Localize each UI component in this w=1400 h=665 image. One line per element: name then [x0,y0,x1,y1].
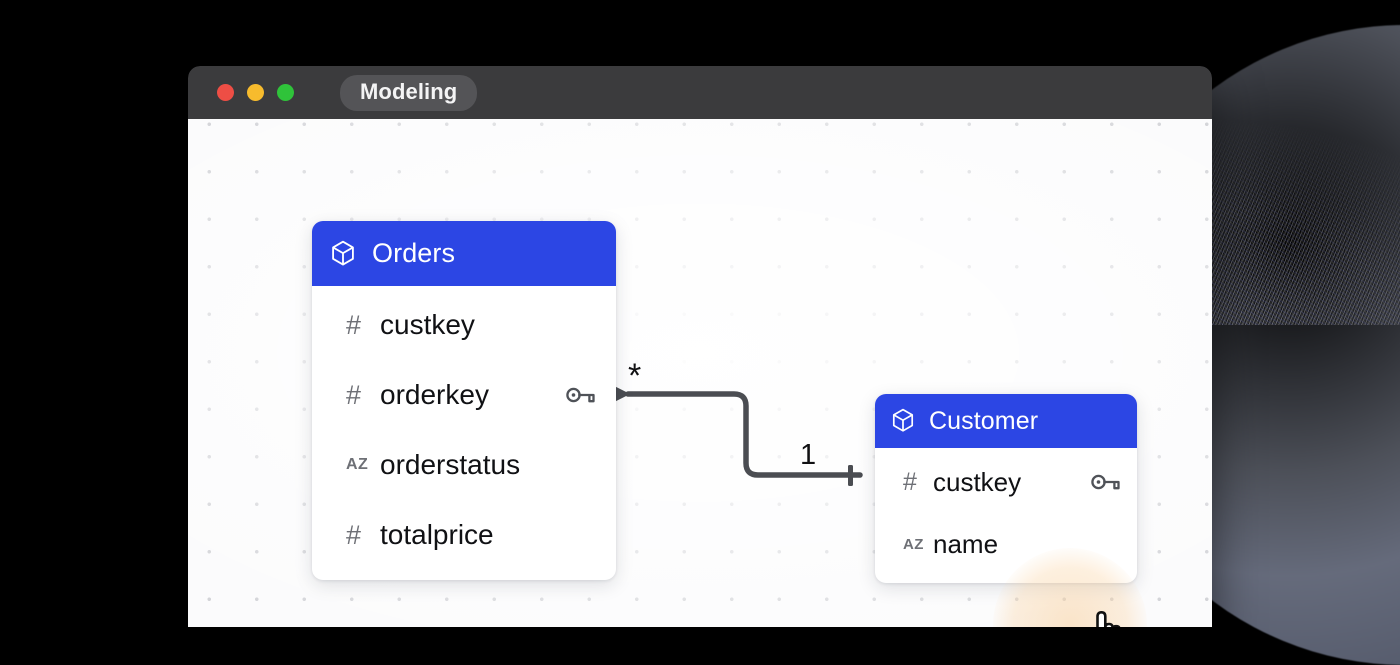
entity-columns-orders: # custkey # orderkey AZ [312,286,616,580]
minimize-button[interactable] [247,84,264,101]
column-row[interactable]: AZ name [875,513,1137,575]
column-name: custkey [380,309,475,340]
traffic-light-group [217,84,294,101]
cardinality-target-label: 1 [800,439,817,471]
hash-icon: # [903,467,917,496]
entity-header-orders[interactable]: Orders [312,221,616,286]
key-icon [548,386,596,404]
cube-icon [332,240,354,265]
az-icon: AZ [903,535,924,553]
hash-icon: # [346,379,362,410]
cardinality-source-label: * [628,357,642,395]
column-name: custkey [933,467,1022,497]
entity-card-customer[interactable]: Customer # custkey AZ na [875,394,1137,583]
close-button[interactable] [217,84,234,101]
column-row[interactable]: AZ orderstatus [312,430,616,500]
column-row[interactable]: # totalprice [312,500,616,570]
column-row[interactable]: # custkey [312,290,616,360]
window-title: Modeling [340,74,478,111]
key-icon [1073,473,1121,491]
hash-icon: # [346,309,362,340]
modeling-canvas[interactable]: * 1 Orders # custkey # orderkey [188,119,1212,627]
entity-title-orders: Orders [372,238,456,268]
entity-header-customer[interactable]: Customer [875,394,1137,448]
column-name: totalprice [380,519,494,550]
window-titlebar: Modeling [188,66,1212,119]
relationship-connector[interactable] [188,119,1212,627]
column-name: orderkey [380,379,489,410]
column-name: name [933,529,999,559]
az-icon: AZ [346,456,369,473]
column-name: orderstatus [380,449,521,480]
cube-icon [892,408,914,432]
entity-columns-customer: # custkey AZ name [875,448,1137,583]
backdrop-noise-texture [1180,95,1400,325]
app-window: Modeling * 1 Orders [188,66,1212,627]
entity-title-customer: Customer [929,406,1039,435]
column-row[interactable]: # orderkey [312,360,616,430]
column-row[interactable]: # custkey [875,451,1137,513]
hash-icon: # [346,519,362,550]
zoom-button[interactable] [277,84,294,101]
entity-card-orders[interactable]: Orders # custkey # orderkey [312,221,616,580]
